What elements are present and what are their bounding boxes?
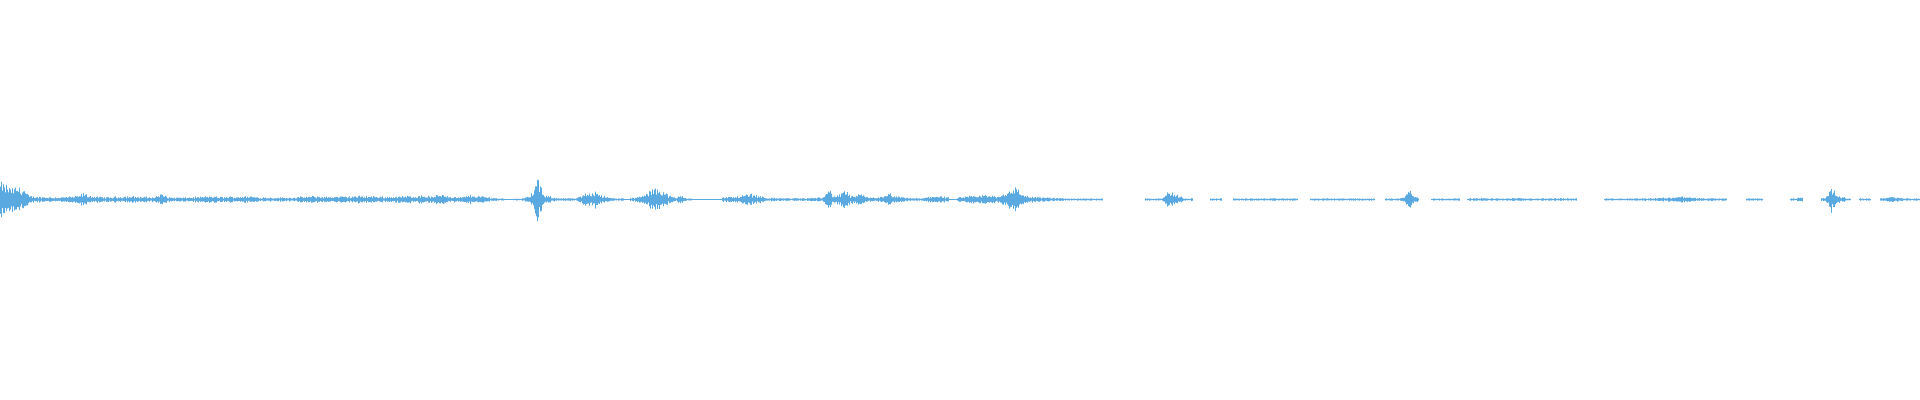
- waveform-bars: [0, 179, 1920, 222]
